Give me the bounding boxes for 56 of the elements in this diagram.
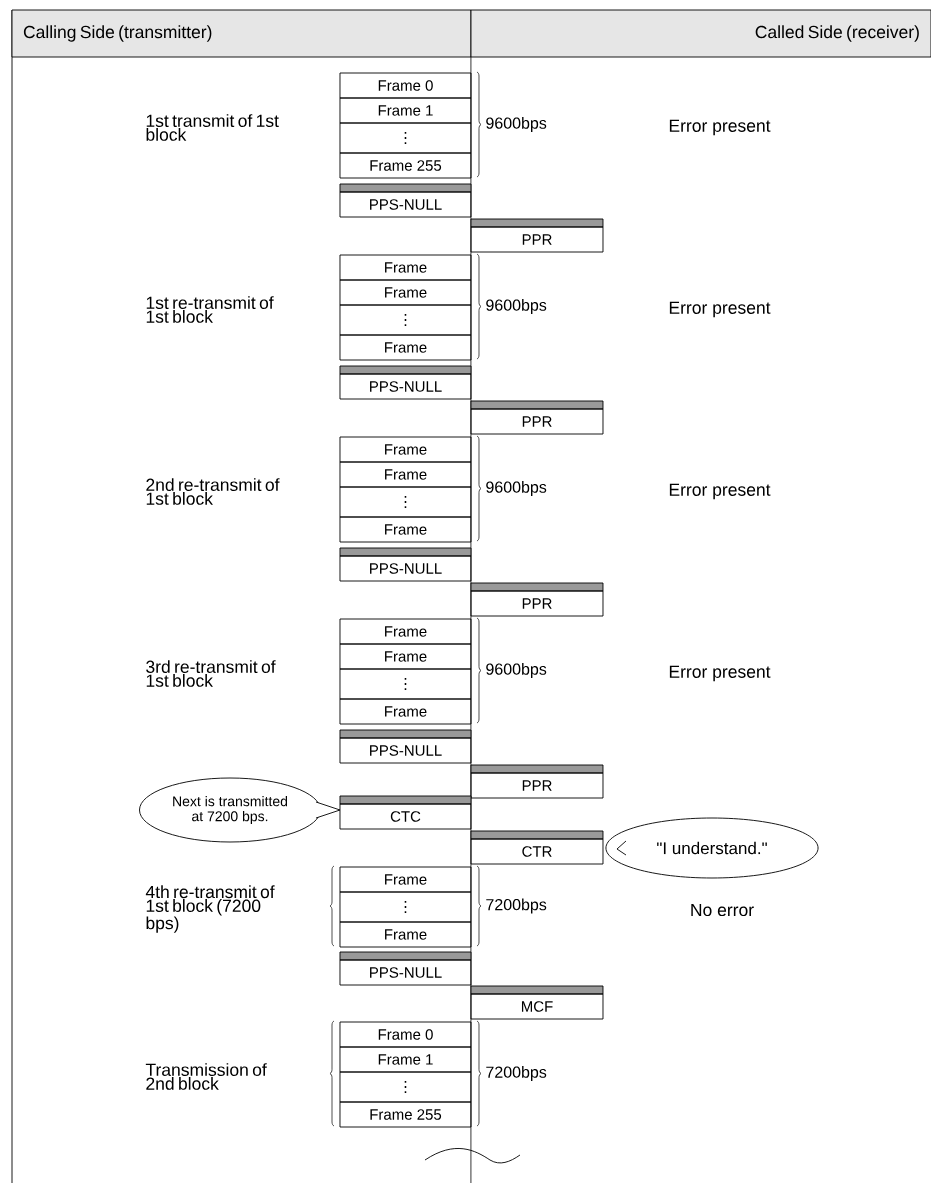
rate-label: 7200bps: [486, 898, 547, 914]
frame-box: Frame: [339, 461, 472, 488]
status-label: Error present: [669, 483, 771, 500]
header-cell: Called Side (receiver): [470, 9, 931, 58]
frame-box: Frame: [339, 921, 472, 948]
signal-box: PPS-NULL: [339, 951, 472, 986]
status-label: Error present: [669, 119, 771, 136]
signal-box: MCF: [470, 985, 604, 1020]
frame-box: Frame: [339, 866, 472, 893]
frame-box: ⋮: [339, 1071, 472, 1103]
status-label: Error present: [669, 301, 771, 318]
status-label: Error present: [669, 665, 771, 682]
rate-label: 9600bps: [486, 663, 547, 678]
rate-label: 7200bps: [486, 1066, 547, 1081]
frame-box: ⋮: [339, 304, 472, 336]
frame-box: ⋮: [339, 668, 472, 700]
status-label: No error: [691, 903, 754, 917]
frame-box: Frame 0: [339, 1021, 472, 1048]
block-label: 2nd re-transmit of 1st block: [146, 478, 280, 505]
frame-box: Frame 1: [339, 1046, 472, 1073]
signal-box: PPS-NULL: [339, 183, 472, 218]
frame-box: ⋮: [339, 122, 472, 154]
speech-bubble: "I understand.": [605, 817, 819, 879]
signal-box: PPR: [470, 218, 604, 253]
header-cell: Calling Side (transmitter): [11, 9, 472, 58]
speech-bubble: Next is transmitted at 7200 bps.: [139, 777, 341, 843]
frame-box: ⋮: [339, 486, 472, 518]
frame-box: ⋮: [339, 891, 472, 923]
signal-box: PPR: [470, 764, 604, 799]
frame-box: Frame: [339, 618, 472, 645]
frame-box: Frame: [339, 334, 472, 361]
block-label: 4th re-transmit of 1st block (7200 bps): [145, 885, 275, 933]
block-label: 3rd re-transmit of 1st block: [146, 660, 276, 687]
frame-box: Frame: [339, 516, 472, 543]
signal-box: PPR: [470, 582, 604, 617]
frame-box: Frame 1: [339, 97, 472, 124]
frame-box: Frame: [339, 436, 472, 463]
rate-label: 9600bps: [486, 117, 547, 132]
signal-box: CTC: [339, 795, 472, 830]
block-label: Transmission of 2nd block: [145, 1063, 267, 1090]
frame-box: Frame 255: [339, 1101, 472, 1128]
frame-box: Frame 0: [339, 72, 472, 99]
frame-box: Frame: [339, 254, 472, 281]
signal-box: PPS-NULL: [339, 547, 472, 582]
signal-box: PPR: [470, 400, 604, 435]
rate-label: 9600bps: [486, 481, 547, 496]
block-label: 1st re-transmit of 1st block: [146, 296, 274, 323]
frame-box: Frame: [339, 643, 472, 670]
signal-box: PPS-NULL: [339, 729, 472, 764]
block-label: 1st transmit of 1st block: [146, 114, 279, 141]
frame-box: Frame: [339, 698, 472, 725]
frame-box: Frame: [339, 279, 472, 306]
signal-box: CTR: [470, 830, 604, 865]
frame-box: Frame 255: [339, 152, 472, 179]
rate-label: 9600bps: [486, 299, 547, 314]
signal-box: PPS-NULL: [339, 365, 472, 400]
